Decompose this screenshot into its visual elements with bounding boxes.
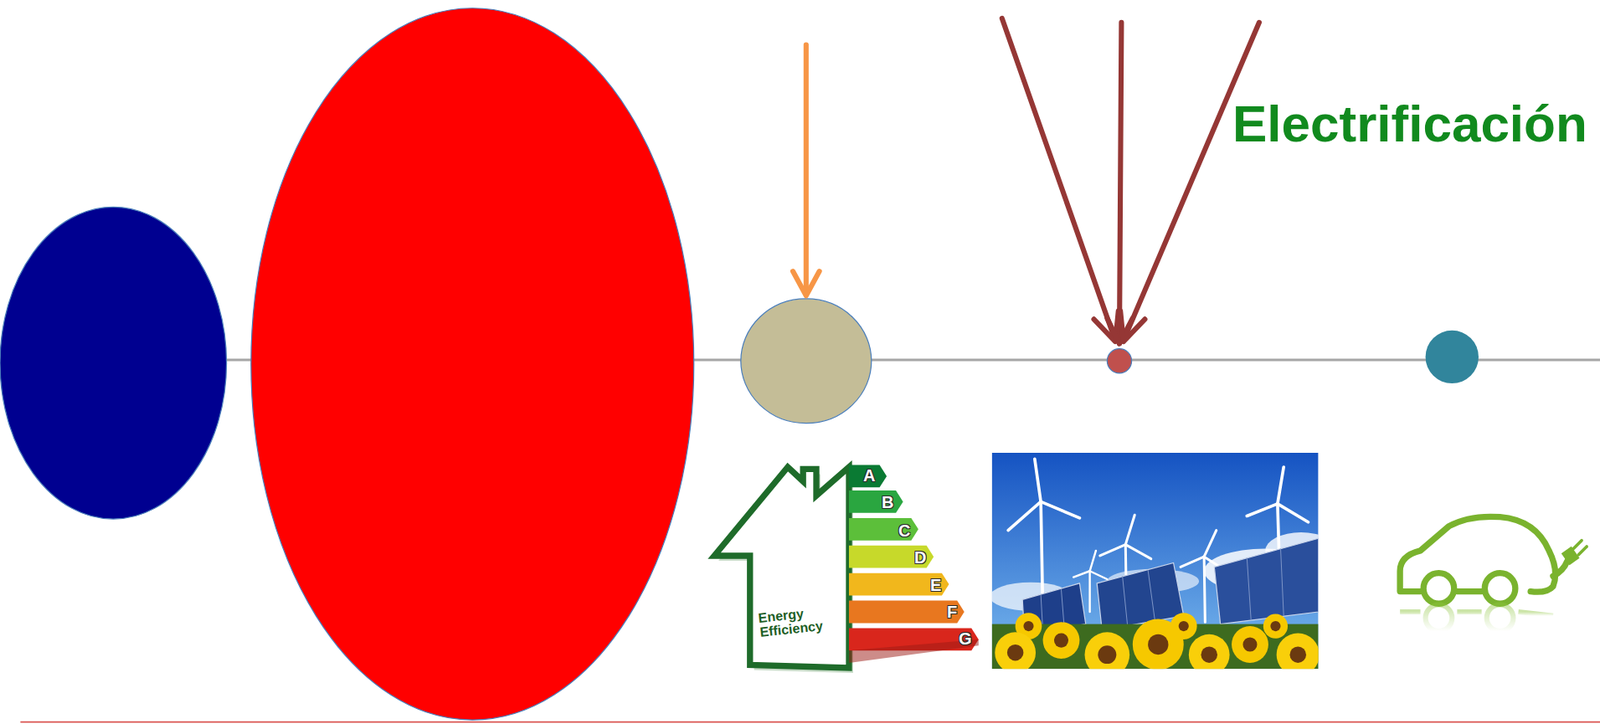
orange-arrow — [792, 45, 820, 297]
renewables-photo — [992, 452, 1319, 669]
tan-circle — [740, 298, 872, 424]
heading-label: Electrificación — [1232, 93, 1588, 154]
converging-arrows — [1002, 18, 1260, 345]
rating-letter: E — [930, 576, 942, 594]
bottom-rule — [20, 721, 1600, 724]
energy-label-icon — [714, 465, 979, 674]
rating-letter: B — [881, 493, 894, 511]
rating-letter: F — [946, 603, 957, 621]
blue-ellipse — [0, 206, 227, 520]
teal-dot — [1425, 330, 1479, 384]
rating-letter: D — [914, 549, 927, 566]
electric-car-icon — [1399, 516, 1587, 604]
rating-letter: C — [898, 522, 911, 540]
rating-letter: A — [863, 467, 875, 484]
red-dot — [1106, 349, 1132, 374]
car-reflection — [1399, 604, 1554, 632]
rating-letter: G — [958, 630, 973, 648]
red-ellipse — [251, 8, 695, 721]
